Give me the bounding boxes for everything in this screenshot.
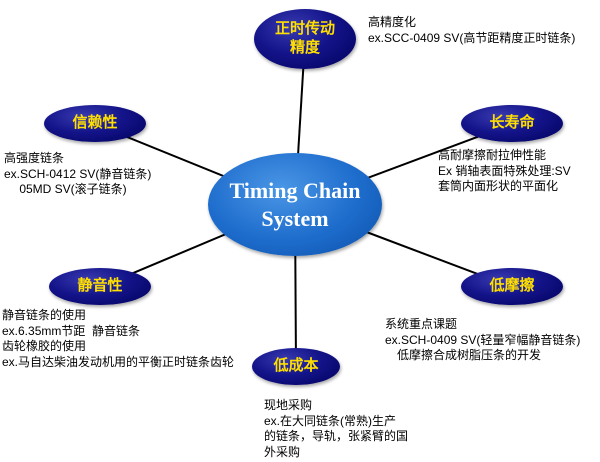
node-low-cost: 低成本: [252, 348, 340, 385]
node-low-friction: 低摩擦: [461, 268, 563, 305]
center-node-label: Timing Chain System: [229, 178, 361, 231]
annotation-high-strength-chain: 高强度链条 ex.SCH-0412 SV(静音链条) 05MD SV(滚子链条): [4, 151, 152, 197]
node-label: 信赖性: [72, 114, 118, 132]
annotation-wear-resistance: 高耐摩擦耐拉伸性能 Ex 销轴表面特殊处理:SV 套筒内面形状的平面化: [438, 148, 571, 194]
node-label: 低成本: [273, 357, 319, 375]
node-label: 长寿命: [489, 114, 535, 132]
node-label: 正时传动 精度: [274, 20, 335, 56]
annotation-high-precision: 高精度化 ex.SCC-0409 SV(高节距精度正时链条): [368, 15, 576, 45]
annotation-local-procurement: 现地采购 ex.在大同链条(常熟)生产 的链条，导轨，张紧臂的国 外采购: [264, 398, 409, 459]
node-quietness: 静音性: [49, 268, 151, 305]
node-timing-drive-precision: 正时传动 精度: [254, 9, 356, 69]
node-label: 低摩擦: [489, 277, 535, 295]
annotation-silent-chain-usage: 静音链条的使用 ex.6.35mm节距 静音链条 齿轮橡胶的使用 ex.马自达柴…: [2, 308, 235, 369]
annotation-system-key-topic: 系统重点课题 ex.SCH-0409 SV(轻量窄幅静音链条) 低摩擦合成树脂压…: [385, 317, 581, 363]
node-label: 静音性: [77, 277, 123, 295]
node-center-timing-chain-system: Timing Chain System: [208, 153, 382, 256]
node-long-life: 长寿命: [461, 105, 563, 142]
node-reliability: 信赖性: [44, 105, 146, 142]
